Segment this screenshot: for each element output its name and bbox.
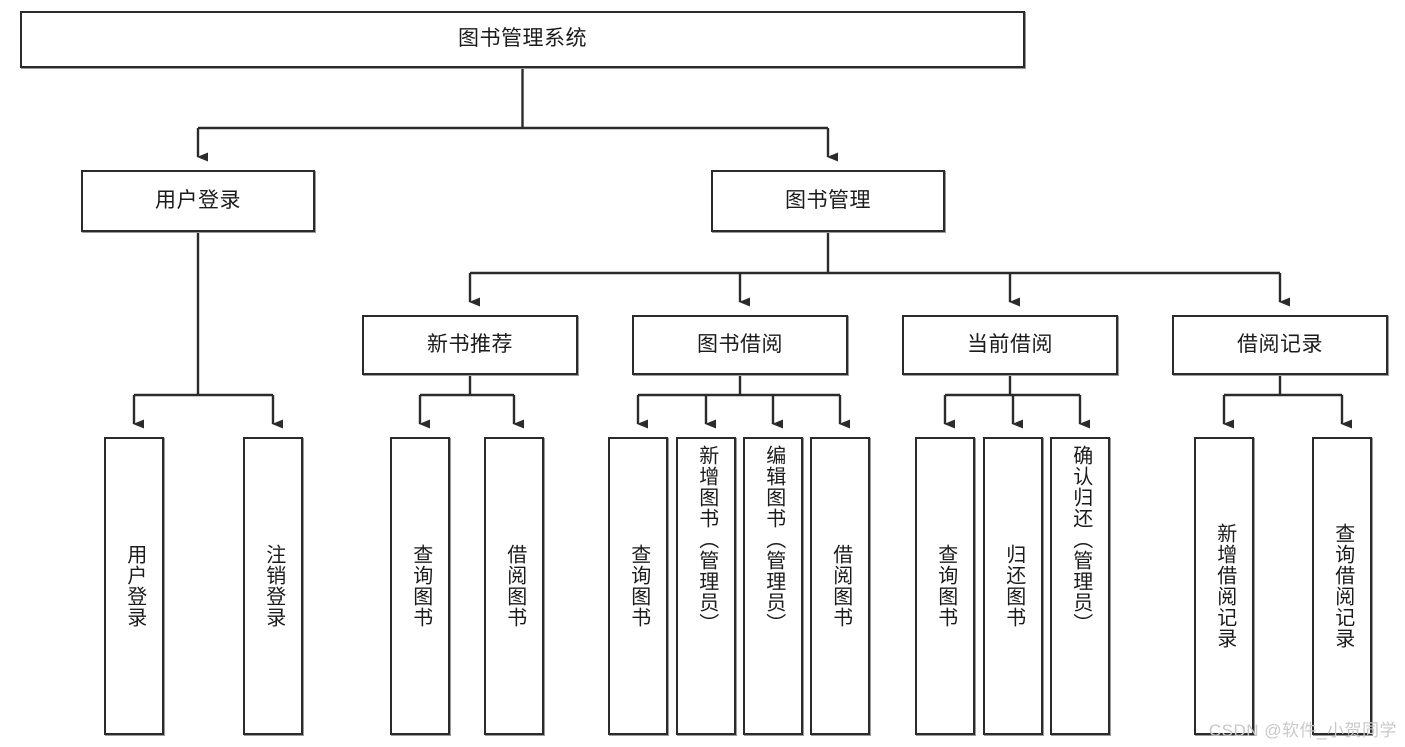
node-book-borrow-label: 图书借阅 — [697, 332, 783, 356]
node-current-borrow-label: 当前借阅 — [967, 332, 1053, 356]
leaf-recommend-query-book-label: 查询图书 — [409, 544, 432, 628]
leaf-borrow-query-book[interactable]: 查询图书 — [608, 437, 668, 735]
leaf-recommend-borrow-book-label: 借阅图书 — [503, 544, 526, 628]
leaf-current-query-book-label: 查询图书 — [934, 544, 957, 628]
node-root[interactable]: 图书管理系统 — [20, 11, 1025, 68]
leaf-current-confirm-return-admin[interactable]: 确认归还（管理员） — [1050, 437, 1110, 735]
leaf-current-return-book[interactable]: 归还图书 — [983, 437, 1043, 735]
node-root-label: 图书管理系统 — [458, 27, 587, 51]
leaf-borrow-add-book-admin[interactable]: 新增图书（管理员） — [676, 437, 736, 735]
leaf-user-login-label: 用户登录 — [123, 544, 146, 628]
node-borrow-record[interactable]: 借阅记录 — [1172, 315, 1388, 375]
node-book-management[interactable]: 图书管理 — [711, 170, 945, 232]
leaf-current-query-book[interactable]: 查询图书 — [915, 437, 975, 735]
node-book-management-label: 图书管理 — [785, 188, 871, 212]
leaf-user-logout-label: 注销登录 — [262, 544, 285, 628]
node-user-login-label: 用户登录 — [155, 188, 241, 212]
leaf-borrow-lend-book[interactable]: 借阅图书 — [810, 437, 870, 735]
leaf-recommend-query-book[interactable]: 查询图书 — [390, 437, 450, 735]
node-current-borrow[interactable]: 当前借阅 — [902, 315, 1118, 375]
leaf-current-confirm-return-admin-label: 确认归还（管理员） — [1069, 445, 1092, 634]
leaf-recommend-borrow-book[interactable]: 借阅图书 — [484, 437, 544, 735]
leaf-user-logout[interactable]: 注销登录 — [243, 437, 303, 735]
leaf-record-query-borrow-record-label: 查询借阅记录 — [1331, 523, 1354, 649]
node-new-book-recommend-label: 新书推荐 — [427, 332, 513, 356]
node-user-login[interactable]: 用户登录 — [81, 170, 315, 232]
leaf-borrow-edit-book-admin-label: 编辑图书（管理员） — [762, 445, 785, 634]
leaf-borrow-edit-book-admin[interactable]: 编辑图书（管理员） — [743, 437, 803, 735]
leaf-record-query-borrow-record[interactable]: 查询借阅记录 — [1312, 437, 1372, 735]
leaf-record-add-borrow-record[interactable]: 新增借阅记录 — [1194, 437, 1254, 735]
leaf-borrow-lend-book-label: 借阅图书 — [829, 544, 852, 628]
leaf-current-return-book-label: 归还图书 — [1002, 544, 1025, 628]
leaf-user-login[interactable]: 用户登录 — [104, 437, 164, 735]
node-new-book-recommend[interactable]: 新书推荐 — [362, 315, 578, 375]
leaf-record-add-borrow-record-label: 新增借阅记录 — [1213, 523, 1236, 649]
node-book-borrow[interactable]: 图书借阅 — [632, 315, 848, 375]
leaf-borrow-query-book-label: 查询图书 — [627, 544, 650, 628]
node-borrow-record-label: 借阅记录 — [1237, 332, 1323, 356]
csdn-watermark: CSDN @软件_小贺同学 — [1208, 721, 1397, 740]
leaf-borrow-add-book-admin-label: 新增图书（管理员） — [695, 445, 718, 634]
